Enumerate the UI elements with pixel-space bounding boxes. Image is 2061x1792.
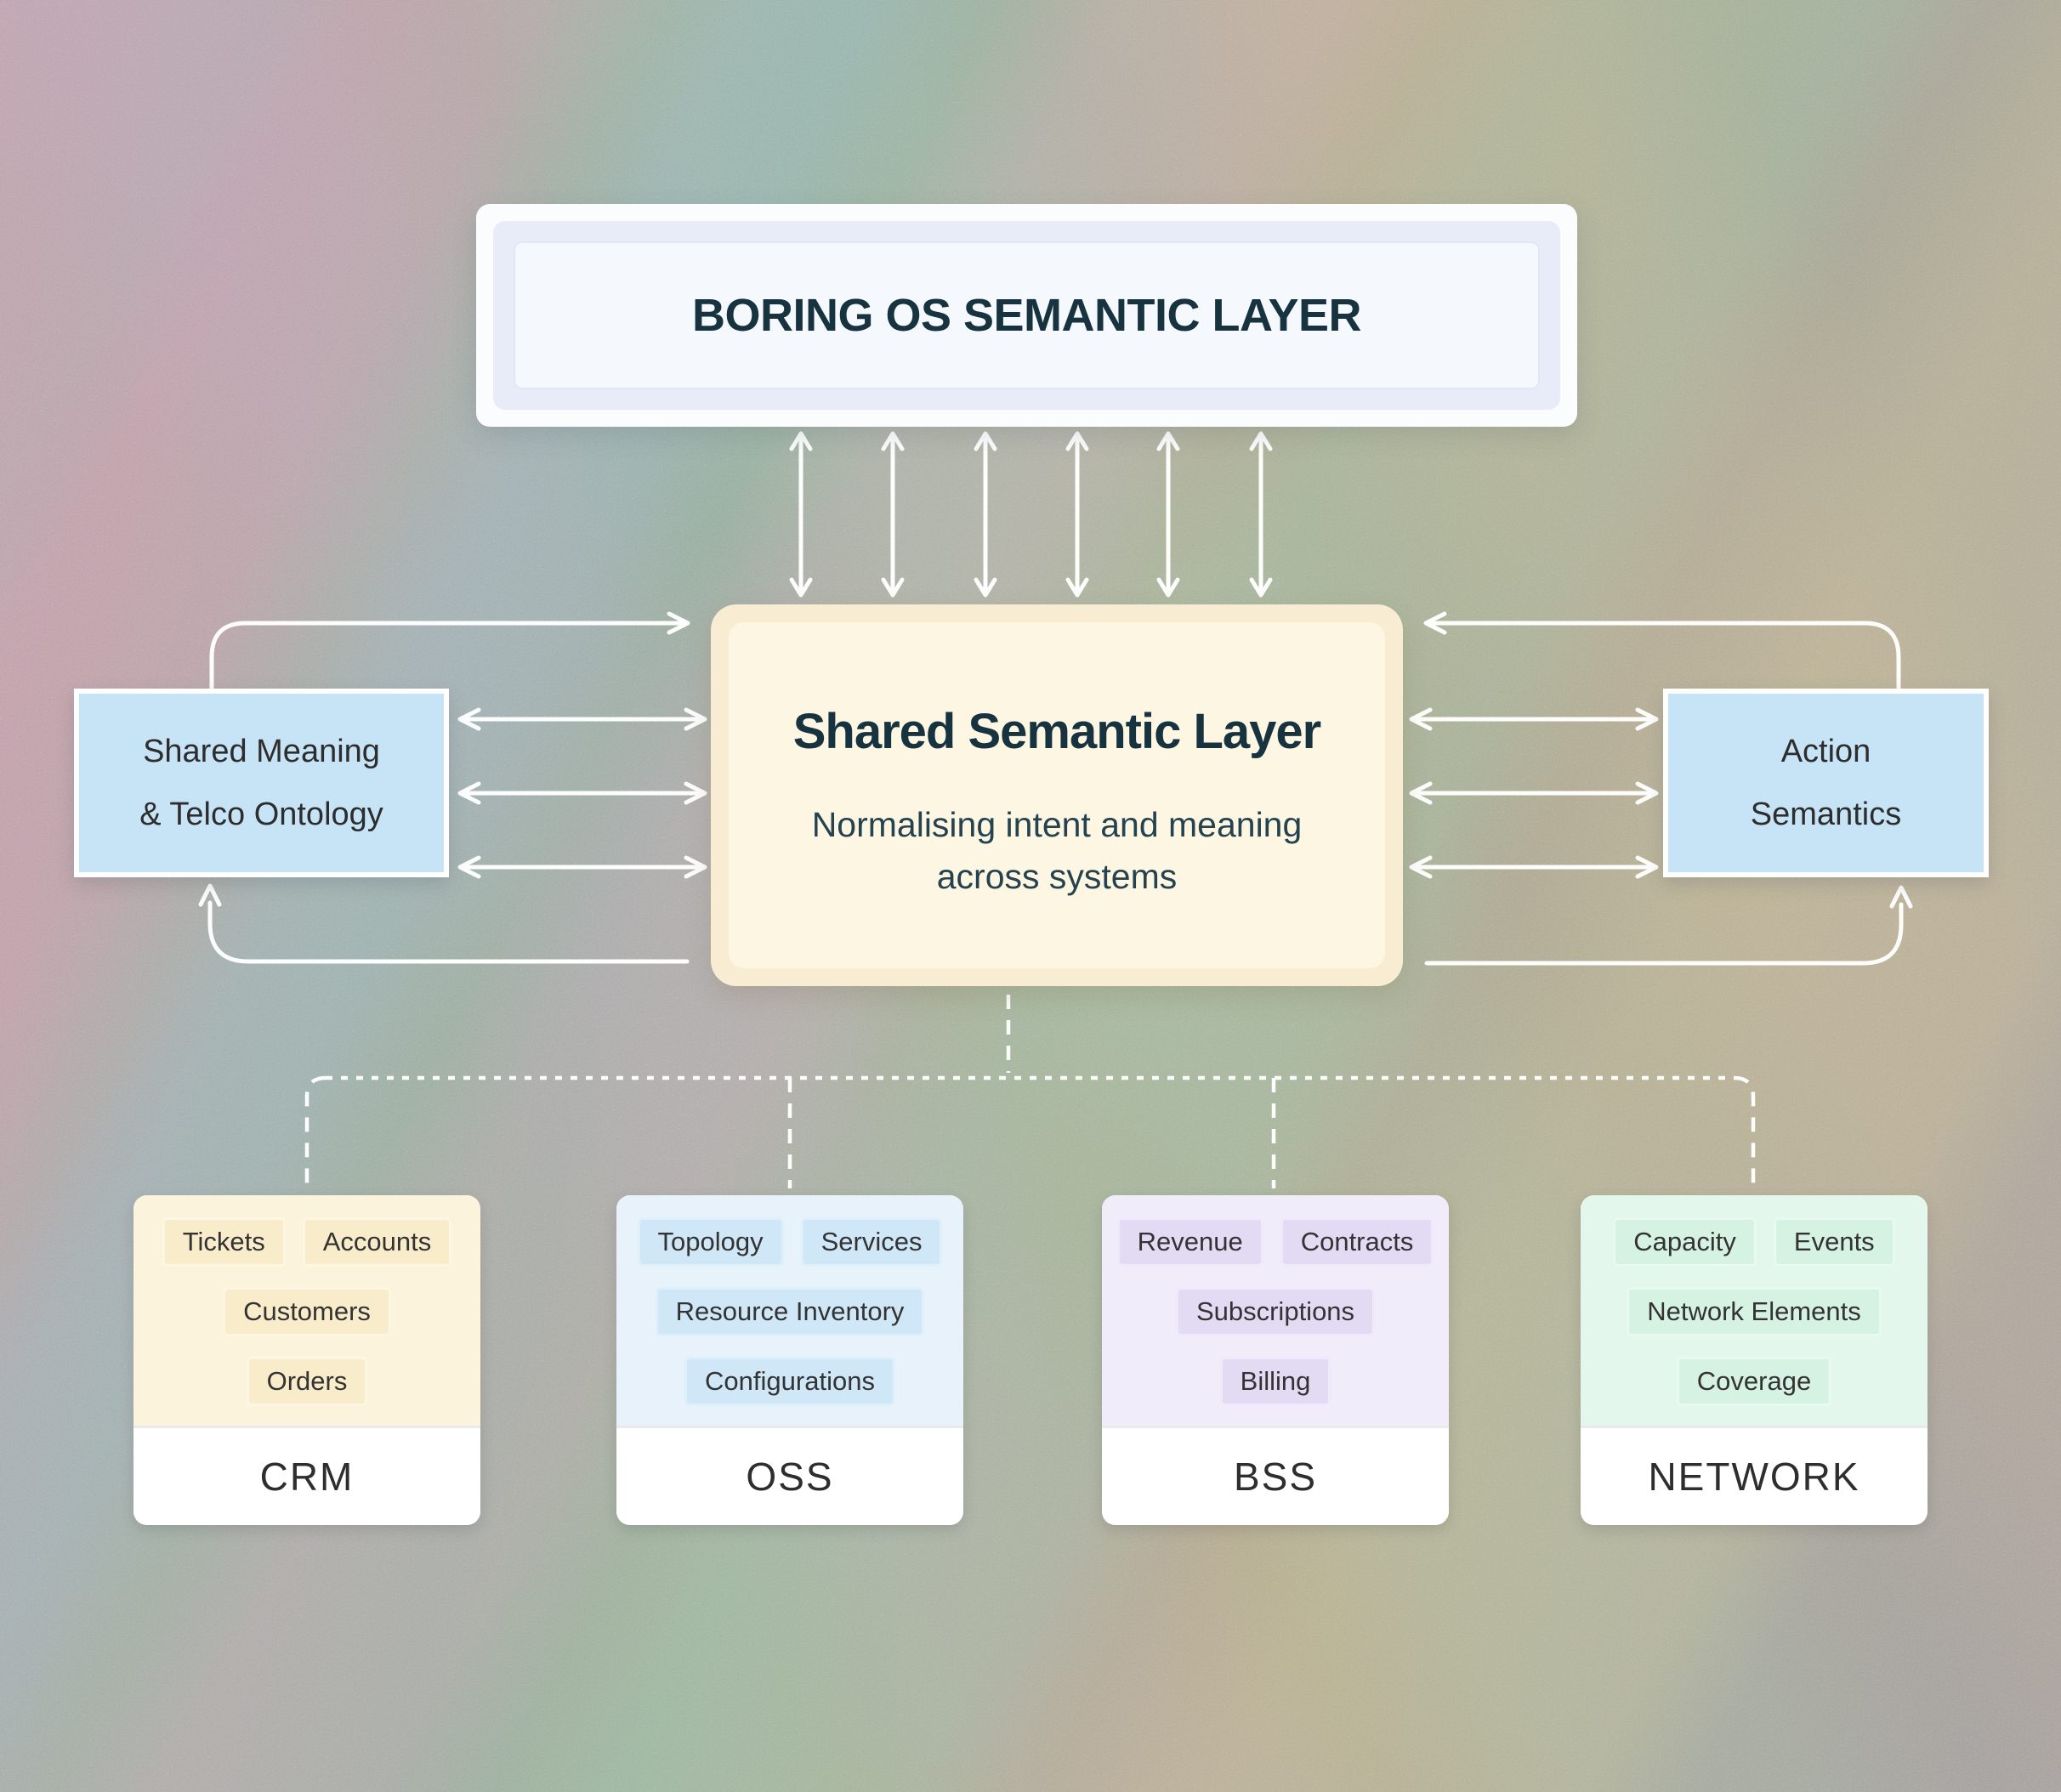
chip-coverage: Coverage (1676, 1357, 1832, 1406)
chip-topology: Topology (637, 1217, 784, 1267)
chip-tickets: Tickets (162, 1217, 286, 1267)
chip-network-elements: Network Elements (1627, 1287, 1882, 1336)
chip-row: Subscriptions (1175, 1287, 1376, 1336)
crm-label: CRM (133, 1426, 480, 1525)
chip-orders: Orders (246, 1357, 368, 1406)
chip-subscriptions: Subscriptions (1175, 1287, 1376, 1336)
boring-os-semantic-layer-box: BORING OS SEMANTIC LAYER (476, 204, 1577, 427)
chip-row: Revenue Contracts (1116, 1217, 1434, 1267)
chip-contracts: Contracts (1280, 1217, 1434, 1267)
chip-events: Events (1773, 1217, 1895, 1267)
shared-semantic-layer-box: Shared Semantic Layer Normalising intent… (711, 604, 1403, 986)
top-box-inner-panel: BORING OS SEMANTIC LAYER (493, 221, 1560, 410)
chip-row: Billing (1219, 1357, 1331, 1406)
shared-semantic-layer-title: Shared Semantic Layer (792, 703, 1322, 759)
chip-row: Topology Services (637, 1217, 943, 1267)
action-semantics-line-1: Action (1780, 733, 1871, 769)
shared-semantic-layer-inner: Shared Semantic Layer Normalising intent… (729, 622, 1385, 968)
chip-services: Services (800, 1217, 943, 1267)
chip-resource-inventory: Resource Inventory (655, 1287, 925, 1336)
action-semantics-box: Action Semantics (1663, 689, 1989, 877)
chip-row: Network Elements (1627, 1287, 1882, 1336)
bss-label: BSS (1102, 1426, 1449, 1525)
chip-revenue: Revenue (1116, 1217, 1263, 1267)
chip-row: Coverage (1676, 1357, 1832, 1406)
chip-row: Customers (223, 1287, 391, 1336)
chip-row: Orders (246, 1357, 368, 1406)
shared-meaning-line-2: & Telco Ontology (139, 797, 383, 832)
shared-meaning-line-1: Shared Meaning (143, 733, 380, 769)
chip-row: Capacity Events (1613, 1217, 1895, 1267)
chip-row: Tickets Accounts (162, 1217, 452, 1267)
action-semantics-line-2: Semantics (1750, 797, 1902, 832)
oss-label: OSS (616, 1426, 963, 1525)
chip-configurations: Configurations (684, 1357, 895, 1406)
subtitle-line-1: Normalising intent and meaning (811, 804, 1303, 844)
chip-row: Configurations (684, 1357, 895, 1406)
top-box-core-panel: BORING OS SEMANTIC LAYER (514, 241, 1540, 389)
subtitle-line-2: across systems (936, 857, 1178, 896)
top-box-title: BORING OS SEMANTIC LAYER (691, 290, 1362, 341)
chip-accounts: Accounts (302, 1217, 452, 1267)
chip-row: Resource Inventory (655, 1287, 925, 1336)
shared-semantic-layer-subtitle: Normalising intent and meaning across sy… (812, 799, 1303, 904)
network-label: NETWORK (1581, 1426, 1928, 1525)
chip-customers: Customers (223, 1287, 391, 1336)
chip-billing: Billing (1219, 1357, 1331, 1406)
shared-meaning-ontology-box: Shared Meaning & Telco Ontology (74, 689, 449, 877)
chip-capacity: Capacity (1613, 1217, 1757, 1267)
